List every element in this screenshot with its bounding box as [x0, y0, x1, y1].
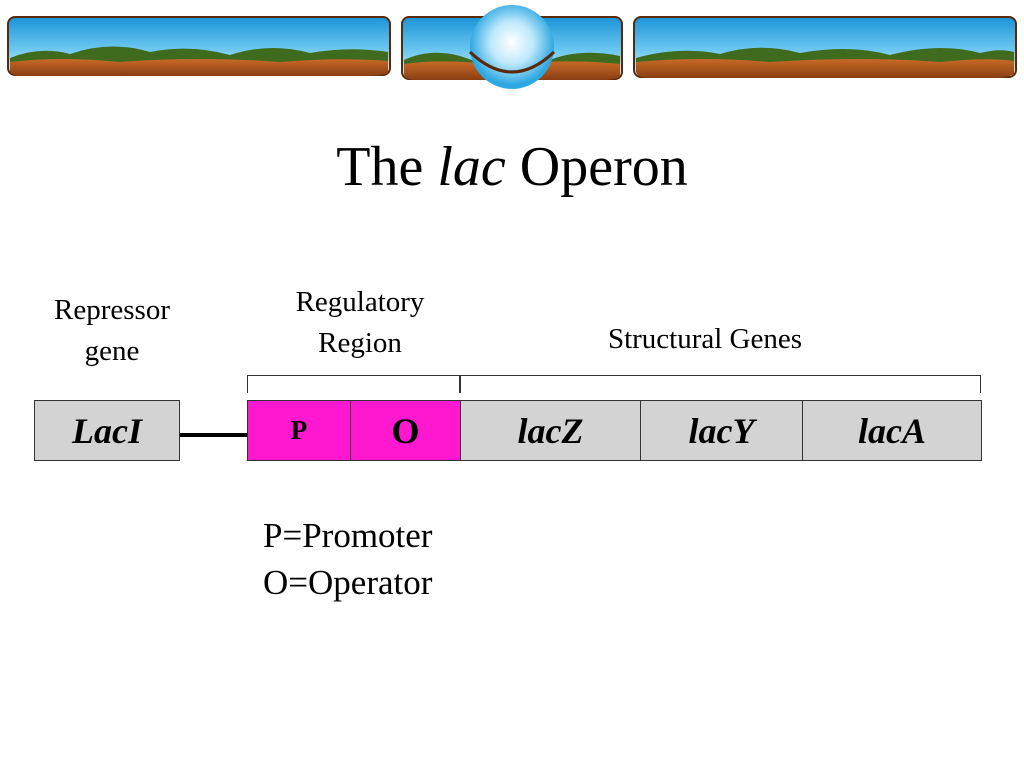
- slide-title: The lac Operon: [0, 134, 1024, 200]
- laci-gene-box: LacI: [34, 400, 180, 461]
- operator-definition: O=Operator: [263, 563, 433, 602]
- promoter-definition: P=Promoter: [263, 516, 433, 555]
- banner-panel-center: [401, 5, 623, 89]
- title-prefix: The: [336, 136, 438, 198]
- promoter-box: P: [247, 400, 351, 461]
- abbreviation-legend: P=Promoter O=Operator: [263, 512, 432, 606]
- regulatory-label-line2: Region: [318, 327, 402, 359]
- repressor-label-line1: Repressor: [54, 294, 170, 326]
- laca-gene-box: lacA: [802, 400, 982, 461]
- repressor-label-line2: gene: [84, 335, 140, 367]
- repressor-gene-label: Repressor gene: [30, 290, 194, 372]
- dna-connector-line: [180, 433, 247, 437]
- regulatory-region-bracket: [247, 375, 460, 393]
- title-suffix: Operon: [505, 136, 688, 198]
- lacz-gene-box: lacZ: [460, 400, 641, 461]
- structural-genes-label: Structural Genes: [560, 319, 850, 360]
- landscape-banner: [7, 5, 1017, 89]
- structural-genes-bracket: [460, 375, 981, 393]
- operator-box: O: [350, 400, 461, 461]
- structural-label-text: Structural Genes: [607, 323, 803, 355]
- lacy-gene-box: lacY: [640, 400, 803, 461]
- title-italic-lac: lac: [437, 136, 506, 198]
- regulatory-label-line1: Regulatory: [295, 286, 425, 318]
- regulatory-region-label: Regulatory Region: [262, 282, 458, 364]
- banner-panel-left: [7, 16, 391, 76]
- banner-panel-right: [633, 16, 1017, 78]
